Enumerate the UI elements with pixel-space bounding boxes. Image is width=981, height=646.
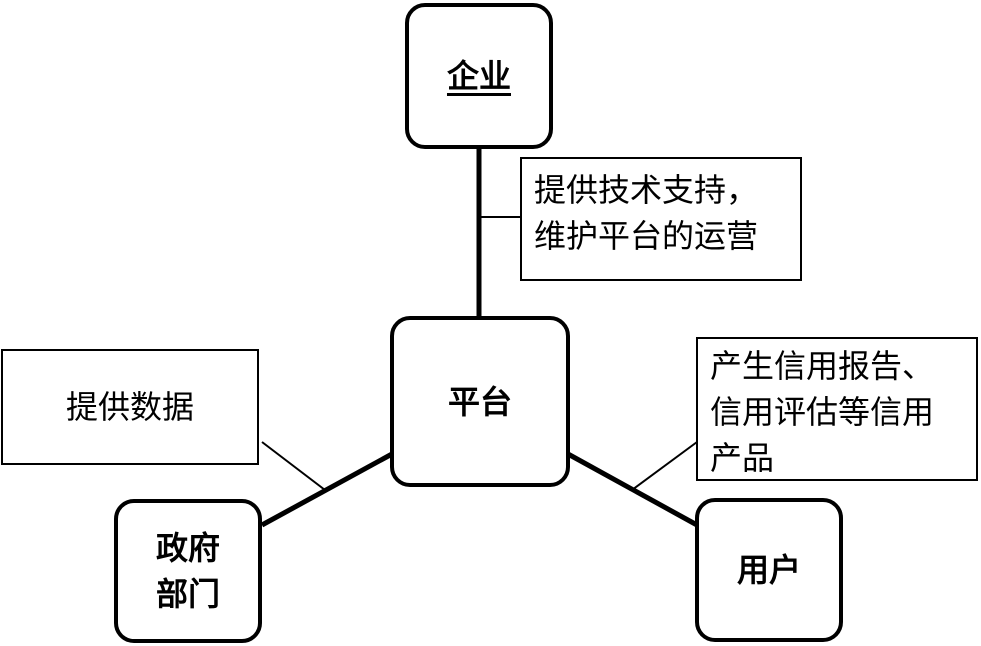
- enterprise-note-line-2: 维护平台的运营: [534, 217, 759, 255]
- government-label-line-1: 政府: [155, 529, 220, 567]
- enterprise-node: 企业: [405, 3, 553, 149]
- government-note: 提供数据: [1, 349, 259, 465]
- enterprise-label: 企业: [446, 57, 511, 95]
- enterprise-note: 提供技术支持， 维护平台的运营: [520, 157, 802, 281]
- user-label: 用户: [736, 551, 801, 589]
- government-note-line-1: 提供数据: [65, 388, 194, 426]
- government-note-leader: [261, 441, 326, 491]
- user-note-leader: [631, 441, 698, 491]
- user-note: 产生信用报告、 信用评估等信用 产品: [696, 337, 978, 481]
- government-node: 政府 部门: [114, 499, 262, 643]
- user-note-line-1: 产生信用报告、: [710, 347, 935, 385]
- government-label-line-2: 部门: [155, 575, 220, 613]
- user-node: 用户: [695, 498, 843, 642]
- platform-label: 平台: [447, 382, 512, 421]
- platform-node: 平台: [390, 316, 570, 487]
- user-note-line-2: 信用评估等信用: [710, 393, 935, 431]
- user-note-line-3: 产品: [710, 439, 775, 477]
- platform-government-line: [260, 451, 394, 528]
- enterprise-note-line-1: 提供技术支持，: [534, 171, 759, 209]
